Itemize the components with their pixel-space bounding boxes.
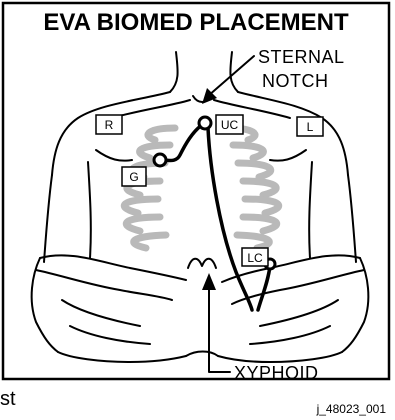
electrode-uc-contact <box>199 117 211 129</box>
electrode-uc: UC <box>216 115 243 134</box>
svg-text:L: L <box>307 120 314 134</box>
svg-text:R: R <box>105 118 114 132</box>
electrode-g-contact <box>154 154 166 166</box>
sternal-label-line2: NOTCH <box>262 71 329 91</box>
electrode-r: R <box>96 115 122 134</box>
electrode-lc: LC <box>242 248 268 266</box>
diagram-title: EVA BIOMED PLACEMENT <box>43 9 349 36</box>
partial-text-fragment: st <box>0 388 16 410</box>
electrode-l: L <box>297 117 323 136</box>
sternal-label-line1: STERNAL <box>258 47 345 67</box>
electrode-g: G <box>122 167 146 186</box>
svg-text:G: G <box>129 170 138 184</box>
xyphoid-label: XYPHOID <box>234 363 319 383</box>
svg-text:LC: LC <box>247 251 263 265</box>
figure-id: j_48023_001 <box>316 402 387 416</box>
svg-text:UC: UC <box>221 118 239 132</box>
